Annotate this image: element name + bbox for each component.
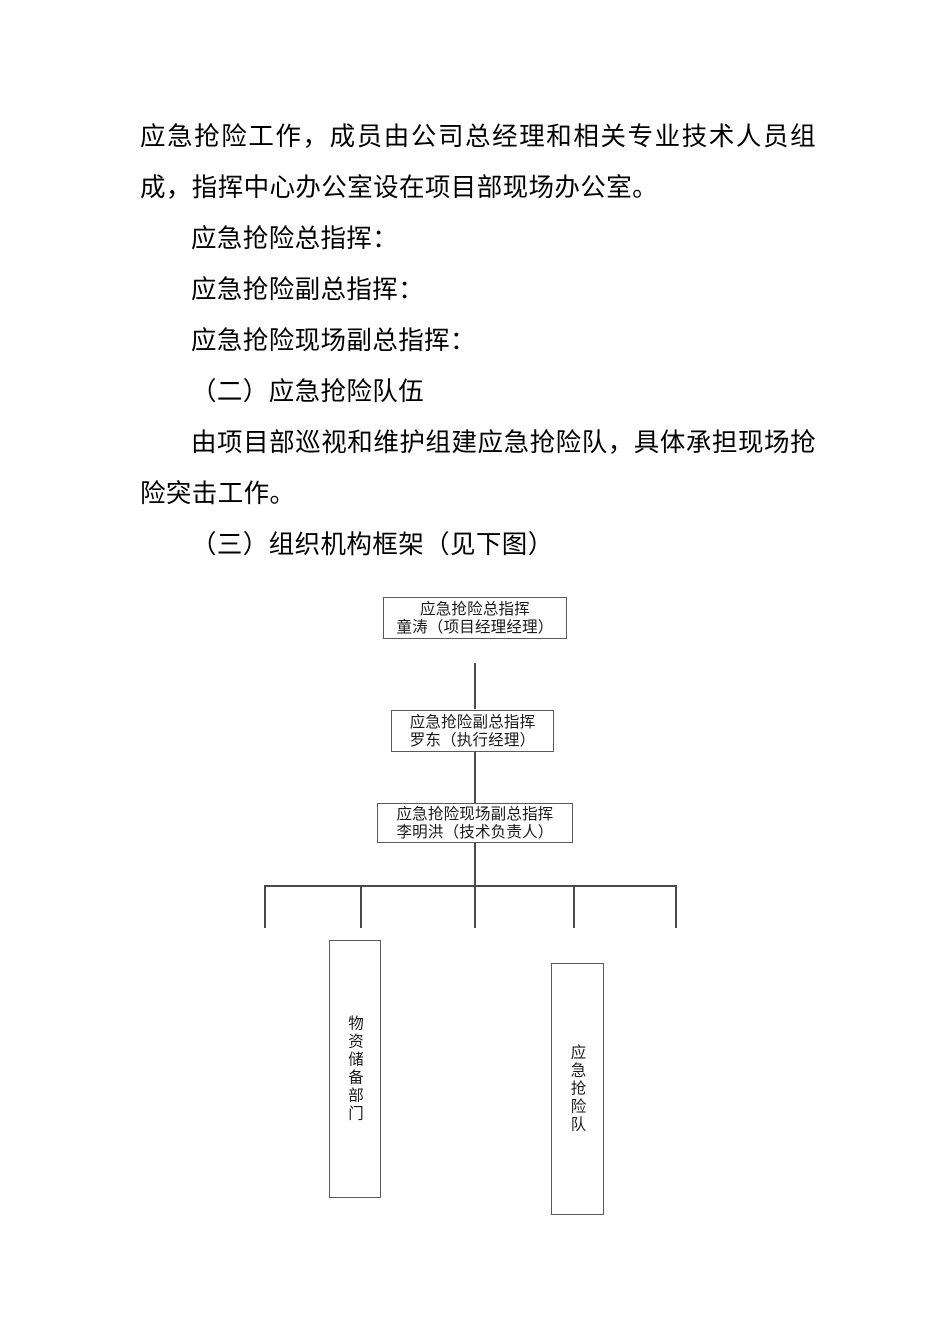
paragraph-rescue-team-description: 由项目部巡视和维护组建应急抢险队，具体承担现场抢险突击工作。: [140, 428, 816, 509]
paragraph-intro: 应急抢险工作，成员由公司总经理和相关专业技术人员组成，指挥中心办公室设在项目部现…: [140, 122, 816, 203]
connector-bus-drop-2: [360, 886, 362, 928]
connector-deputy-to-site-deputy: [474, 752, 476, 803]
connector-bus-drop-1: [264, 886, 266, 928]
chart-node-deputy-commander: 应急抢险副总指挥 罗东（执行经理）: [391, 710, 554, 752]
chart-node-rescue-team: 应急抢险队: [551, 963, 604, 1215]
document-body: 应急抢险工作，成员由公司总经理和相关专业技术人员组成，指挥中心办公室设在项目部现…: [140, 112, 816, 571]
paragraph-deputy-commander-label: 应急抢险副总指挥：: [191, 275, 425, 305]
chart-node-commander-label: 应急抢险总指挥 童涛（项目经理经理）: [396, 599, 554, 637]
chart-node-materials-department-label: 物资储备部门: [346, 1015, 364, 1123]
paragraph-chief-commander-label: 应急抢险总指挥：: [191, 224, 399, 254]
connector-horizontal-bus: [264, 885, 677, 887]
paragraph-section-three-heading: （三）组织机构框架（见下图）: [191, 530, 554, 560]
chart-node-rescue-team-label: 应急抢险队: [568, 1044, 587, 1134]
chart-node-deputy-commander-label: 应急抢险副总指挥 罗东（执行经理）: [409, 712, 536, 750]
chart-node-commander: 应急抢险总指挥 童涛（项目经理经理）: [383, 597, 567, 639]
connector-bus-drop-5: [675, 886, 677, 928]
connector-site-deputy-to-bus: [474, 843, 476, 887]
connector-bus-drop-3: [474, 886, 476, 928]
connector-bus-drop-4: [573, 886, 575, 928]
paragraph-section-two-heading: （二）应急抢险队伍: [191, 377, 425, 407]
chart-node-site-deputy-commander-label: 应急抢险现场副总指挥 李明洪（技术负责人）: [396, 804, 554, 842]
chart-node-site-deputy-commander: 应急抢险现场副总指挥 李明洪（技术负责人）: [377, 803, 573, 843]
connector-commander-to-deputy: [474, 663, 476, 709]
chart-node-materials-department: 物资储备部门: [329, 940, 381, 1198]
paragraph-site-deputy-commander-label: 应急抢险现场副总指挥：: [191, 326, 476, 356]
